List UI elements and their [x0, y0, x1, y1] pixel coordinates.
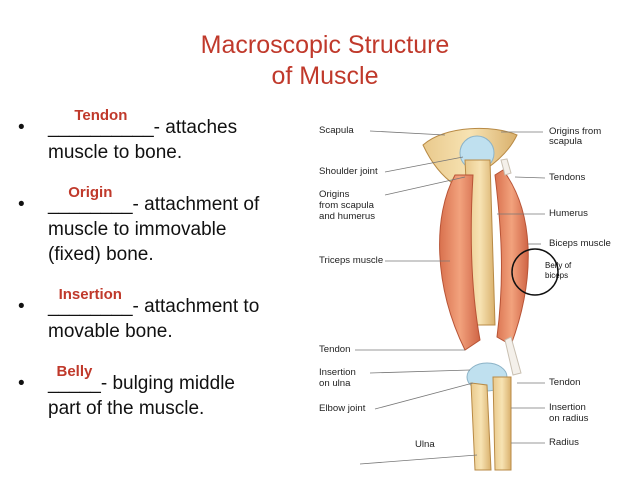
answer-insertion: Insertion — [58, 286, 122, 303]
label-tendons: Tendons — [549, 172, 586, 183]
bullet-dot-icon: • — [18, 373, 25, 394]
label-humerus: Humerus — [549, 208, 588, 219]
bullet-text: - attaches — [153, 117, 238, 138]
bullet-tendon: • __________Tendon- attaches muscle to b… — [18, 107, 308, 165]
label-origins-line2: from scapula — [319, 200, 374, 211]
bullet-dot-icon: • — [18, 117, 25, 138]
belly-note-line2: biceps — [545, 271, 569, 280]
bullet-text: - bulging middle — [100, 373, 235, 394]
biceps-shape — [494, 169, 529, 346]
bullet-dot-icon: • — [18, 194, 25, 215]
arm-anatomy-illustration — [355, 128, 559, 471]
page-title: Macroscopic Structure of Muscle — [120, 30, 530, 92]
fill-blank: _____Belly — [48, 363, 101, 396]
label-biceps: Biceps muscle — [549, 238, 611, 249]
bullet-text: - attachment of — [132, 194, 260, 215]
bullet-insertion: • ________Insertion- attachment to movab… — [18, 286, 308, 344]
bullet-dot-icon: • — [18, 296, 25, 317]
answer-origin: Origin — [68, 184, 113, 201]
title-line-1: Macroscopic Structure — [200, 31, 450, 59]
triceps-shape — [439, 174, 481, 351]
label-origins-line3: and humerus — [319, 211, 375, 222]
arm-muscle-diagram: Scapula Shoulder joint Origins from scap… — [305, 115, 638, 479]
label-elbow-joint: Elbow joint — [319, 403, 366, 414]
label-origins-scapula: Origins from — [549, 126, 602, 137]
bullet-origin: • ________Origin- attachment of muscle t… — [18, 184, 308, 267]
answer-belly: Belly — [56, 363, 93, 380]
bullet-text: - attachment to — [132, 296, 260, 317]
label-tendon-left: Tendon — [319, 344, 351, 355]
leader-lines-left — [355, 130, 478, 465]
fill-blank: ________Insertion — [48, 286, 133, 319]
label-insertion-radius-line2: on radius — [549, 413, 589, 424]
label-scapula: Scapula — [319, 125, 354, 136]
bullet-text: muscle to immovable — [48, 219, 227, 240]
fill-blank: __________Tendon — [48, 107, 154, 140]
label-ulna: Ulna — [415, 439, 435, 450]
label-insertion-radius: Insertion — [549, 402, 586, 413]
label-tendon-right: Tendon — [549, 377, 581, 388]
bullet-text: part of the muscle. — [48, 398, 205, 419]
title-line-2: of Muscle — [271, 62, 379, 90]
answer-tendon: Tendon — [74, 107, 128, 124]
label-shoulder-joint: Shoulder joint — [319, 166, 378, 177]
fill-blank: ________Origin — [48, 184, 133, 217]
tendon-shape — [504, 336, 522, 376]
radius-shape — [492, 376, 512, 471]
label-origins-scapula-line2: scapula — [549, 136, 583, 147]
ulna-shape — [470, 382, 492, 471]
bullet-text: (fixed) bone. — [48, 244, 154, 265]
bullet-text: movable bone. — [48, 321, 173, 342]
label-insertion-ulna: Insertion — [319, 367, 356, 378]
label-triceps: Triceps muscle — [319, 255, 384, 266]
belly-highlight-circle — [511, 248, 559, 296]
tendon-shape — [500, 158, 512, 176]
bullet-belly: • _____Belly- bulging middle part of the… — [18, 363, 308, 421]
label-origins: Origins — [319, 189, 350, 200]
belly-note-line1: Belly of — [545, 261, 572, 270]
bullet-text: muscle to bone. — [48, 142, 183, 163]
leader-lines-right — [497, 131, 546, 444]
label-radius: Radius — [549, 437, 579, 448]
bullet-list: • __________Tendon- attaches muscle to b… — [18, 107, 308, 448]
label-insertion-ulna-line2: on ulna — [319, 378, 351, 389]
